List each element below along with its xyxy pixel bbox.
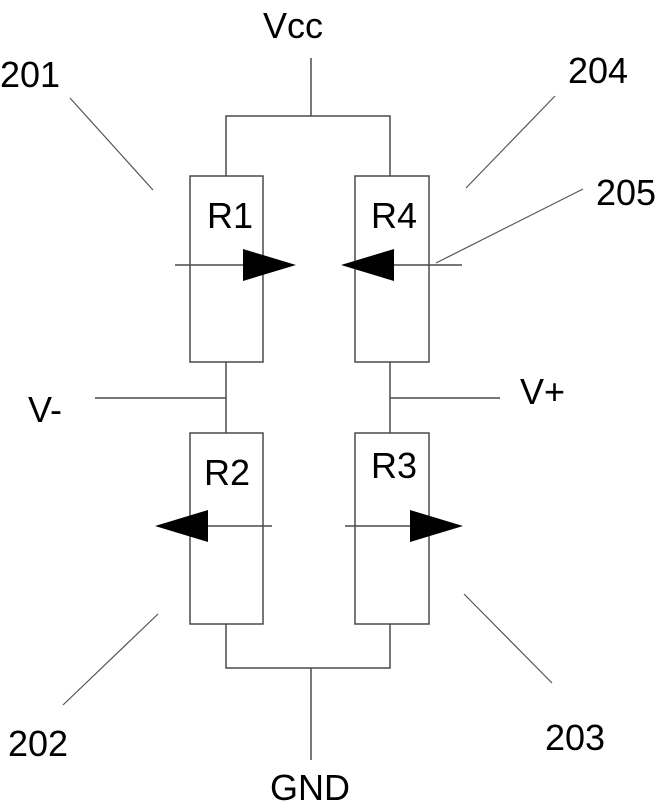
r4-arrow (341, 249, 462, 281)
r1-label: R1 (207, 195, 253, 236)
v-minus-label: V- (28, 389, 62, 430)
mid-wiring (95, 362, 500, 433)
vcc-label: Vcc (263, 5, 323, 46)
leader-204 (465, 95, 556, 189)
callout-203: 203 (545, 717, 605, 758)
r3-label: R3 (371, 445, 417, 486)
r2-label: R2 (204, 452, 250, 493)
gnd-label: GND (270, 767, 350, 808)
callout-205: 205 (596, 172, 656, 213)
gnd-wiring (225, 624, 391, 760)
r1-arrow (175, 249, 296, 281)
vcc-wiring (225, 58, 391, 176)
leader-202 (62, 613, 159, 706)
leader-205 (435, 188, 584, 264)
r2-arrow (155, 510, 272, 542)
r4-label: R4 (371, 195, 417, 236)
v-plus-label: V+ (520, 371, 565, 412)
r3-arrow (345, 510, 463, 542)
callout-204: 204 (568, 50, 628, 91)
callout-202: 202 (8, 723, 68, 764)
leader-201 (69, 97, 154, 191)
leader-203 (463, 593, 553, 684)
callout-201: 201 (0, 54, 60, 95)
